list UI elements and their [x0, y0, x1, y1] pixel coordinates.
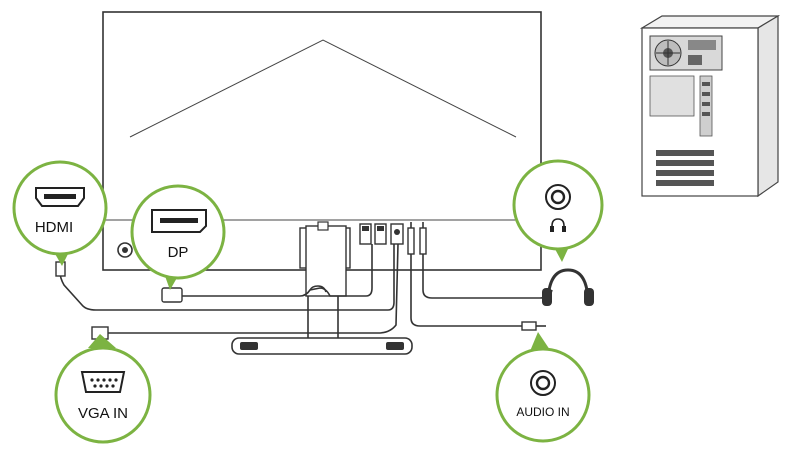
vga-label: VGA IN: [78, 405, 128, 422]
power-button-icon: [117, 242, 133, 258]
audio-in-label: AUDIO IN: [516, 405, 569, 419]
vga-port-icon: [80, 371, 126, 393]
hdmi-plug-icon: [55, 261, 66, 277]
audio-plug-icon: [521, 321, 537, 331]
hdmi-port-icon: [35, 187, 85, 207]
desktop-pc-tower: [639, 14, 781, 198]
audio-in-callout: AUDIO IN: [495, 332, 591, 443]
monitor-back: [102, 11, 542, 355]
headphone-callout: [512, 159, 604, 262]
dp-callout: DP: [130, 184, 226, 290]
hdmi-callout: HDMI: [12, 160, 108, 266]
dp-plug-icon: [161, 287, 183, 303]
vga-callout: VGA IN: [54, 334, 152, 444]
dp-label: DP: [168, 244, 189, 261]
headphone-jack-icon: [545, 184, 571, 232]
stand-base: [231, 337, 413, 355]
headphones: [542, 268, 594, 306]
hdmi-label: HDMI: [35, 219, 73, 236]
audio-jack-icon: [530, 370, 556, 396]
monitor-ports: [359, 222, 427, 255]
cables: [55, 243, 553, 340]
displayport-icon: [151, 209, 207, 233]
